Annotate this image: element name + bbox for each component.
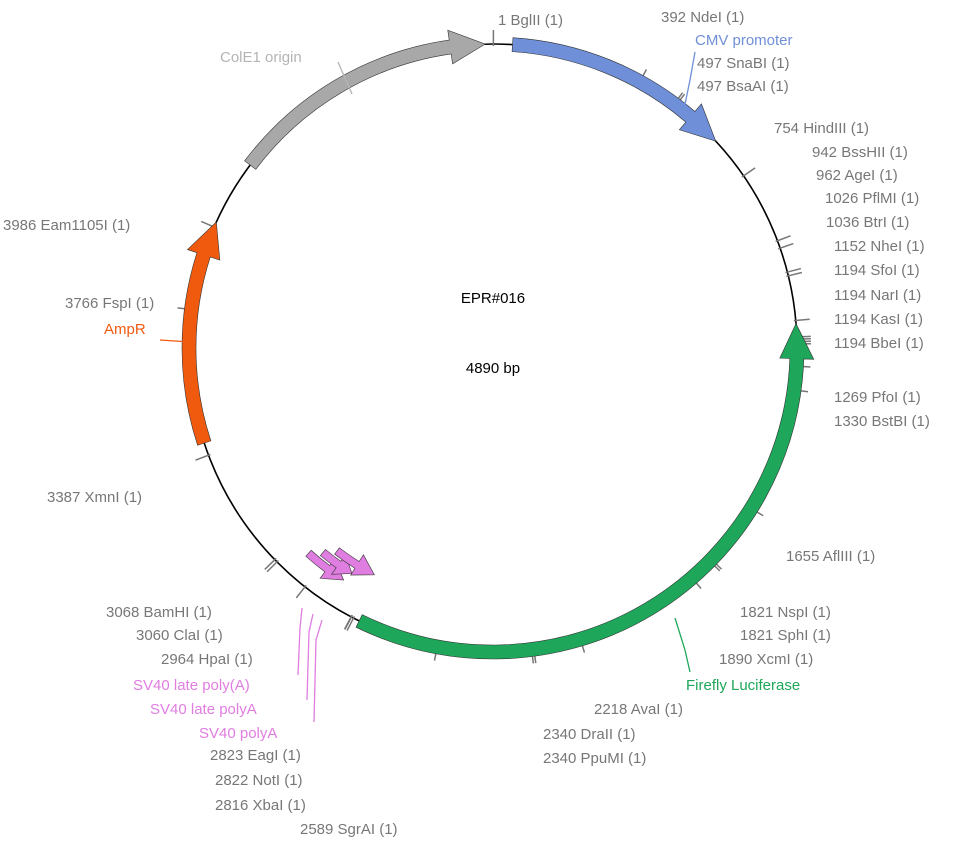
leader-sv40-late-polya-2 [306,613,314,701]
site-ticks [177,29,811,664]
site-label-agei: 962 AgeI (1) [816,167,898,184]
plasmid-name: EPR#016 [461,290,525,307]
feature-label-sv40-late-polya-2: SV40 late polyA [150,701,257,718]
site-label-afliii: 1655 AflIII (1) [786,548,875,565]
site-label-xmni: 3387 XmnI (1) [47,489,142,506]
leader-sv40-late-polya-1 [297,607,303,676]
site-tick-1152-nhei-1 [793,318,810,322]
feature-label-luciferase: Firefly Luciferase [686,677,800,694]
site-tick-942-bsshii-1 [775,235,791,243]
site-label-eam1105i: 3986 Eam1105I (1) [3,217,130,234]
site-tick-2964-hpai-1 [295,584,307,599]
site-label-sfoi: 1194 SfoI (1) [834,262,920,279]
leader-colE1 [337,61,353,95]
site-label-pflmi: 1026 PflMI (1) [825,190,919,207]
site-tick-3387-xmni-1 [195,453,211,461]
site-label-eagi: 2823 EagI (1) [210,747,301,764]
site-label-xbai: 2816 XbaI (1) [215,797,306,814]
site-tick-1026-pflmi-1 [785,267,802,274]
site-label-ppumi: 2340 PpuMI (1) [543,750,646,767]
site-label-kasi: 1194 KasI (1) [834,311,923,328]
feature-label-colE1: ColE1 origin [220,49,302,66]
plasmid-length: 4890 bp [466,360,520,377]
feature-label-sv40-polya: SV40 polyA [199,725,277,742]
feature-arrows [181,29,815,660]
site-tick-2816-xbai-1 [346,615,356,631]
site-label-hindiii: 754 HindIII (1) [774,120,869,137]
feature-label-sv40-late-polya-1: SV40 late poly(A) [133,677,250,694]
feature-label-ampr: AmpR [104,321,146,338]
site-tick-2823-eagi-1 [343,614,353,630]
leader-luciferase [674,617,691,673]
site-tick-962-agei-1 [777,242,794,250]
site-label-bsshii: 942 BssHII (1) [812,144,908,161]
site-label-bamhi: 3068 BamHI (1) [106,604,212,621]
site-label-bsaai: 497 BsaAI (1) [697,78,789,95]
site-label-snabi: 497 SnaBI (1) [697,55,790,72]
feature-label-cmv: CMV promoter [695,32,793,49]
site-label-clai: 3060 ClaI (1) [136,627,223,644]
site-label-noti: 2822 NotI (1) [215,772,303,789]
site-label-bglii: 1 BglII (1) [498,12,563,29]
site-label-nspi: 1821 NspI (1) [740,604,831,621]
site-label-nhei: 1152 NheI (1) [834,238,925,255]
site-label-fspi: 3766 FspI (1) [65,295,154,312]
feature-arrow-sv40-polya [334,547,375,576]
site-tick-1036-btri-1 [786,271,803,278]
feature-arrow-colE1 [244,29,486,170]
leader-sv40-polya [313,619,323,723]
site-label-bbei: 1194 BbeI (1) [834,335,924,352]
site-label-ndei: 392 NdeI (1) [661,9,744,26]
site-label-hpai: 2964 HpaI (1) [161,651,253,668]
site-tick-754-hindiii-1 [741,167,756,178]
site-label-avai: 2218 AvaI (1) [594,701,683,718]
site-label-draii: 2340 DraII (1) [543,726,636,743]
site-label-sgrai: 2589 SgrAI (1) [300,821,398,838]
feature-arrow-cmv [511,37,717,142]
label-leader-lines [159,51,696,723]
site-label-nari: 1194 NarI (1) [834,287,921,304]
site-label-pfoi: 1269 PfoI (1) [834,389,921,406]
site-label-bstbi: 1330 BstBI (1) [834,413,930,430]
site-labels: 1 BglII (1) 392 NdeI (1) 497 SnaBI (1) 4… [3,9,930,838]
site-label-btri: 1036 BtrI (1) [826,214,909,231]
leader-cmv [682,51,696,115]
feature-labels: ColE1 origin CMV promoter AmpR Firefly L… [104,32,800,742]
site-label-xcmi: 1890 XcmI (1) [719,651,813,668]
leader-ampr [159,339,191,343]
site-tick-3068-bamhi-1 [264,557,277,570]
site-label-sphi: 1821 SphI (1) [740,627,831,644]
site-tick-3060-clai-1 [266,559,279,573]
feature-arrow-ampr [181,221,221,446]
feature-arrow-luciferase [355,322,815,660]
